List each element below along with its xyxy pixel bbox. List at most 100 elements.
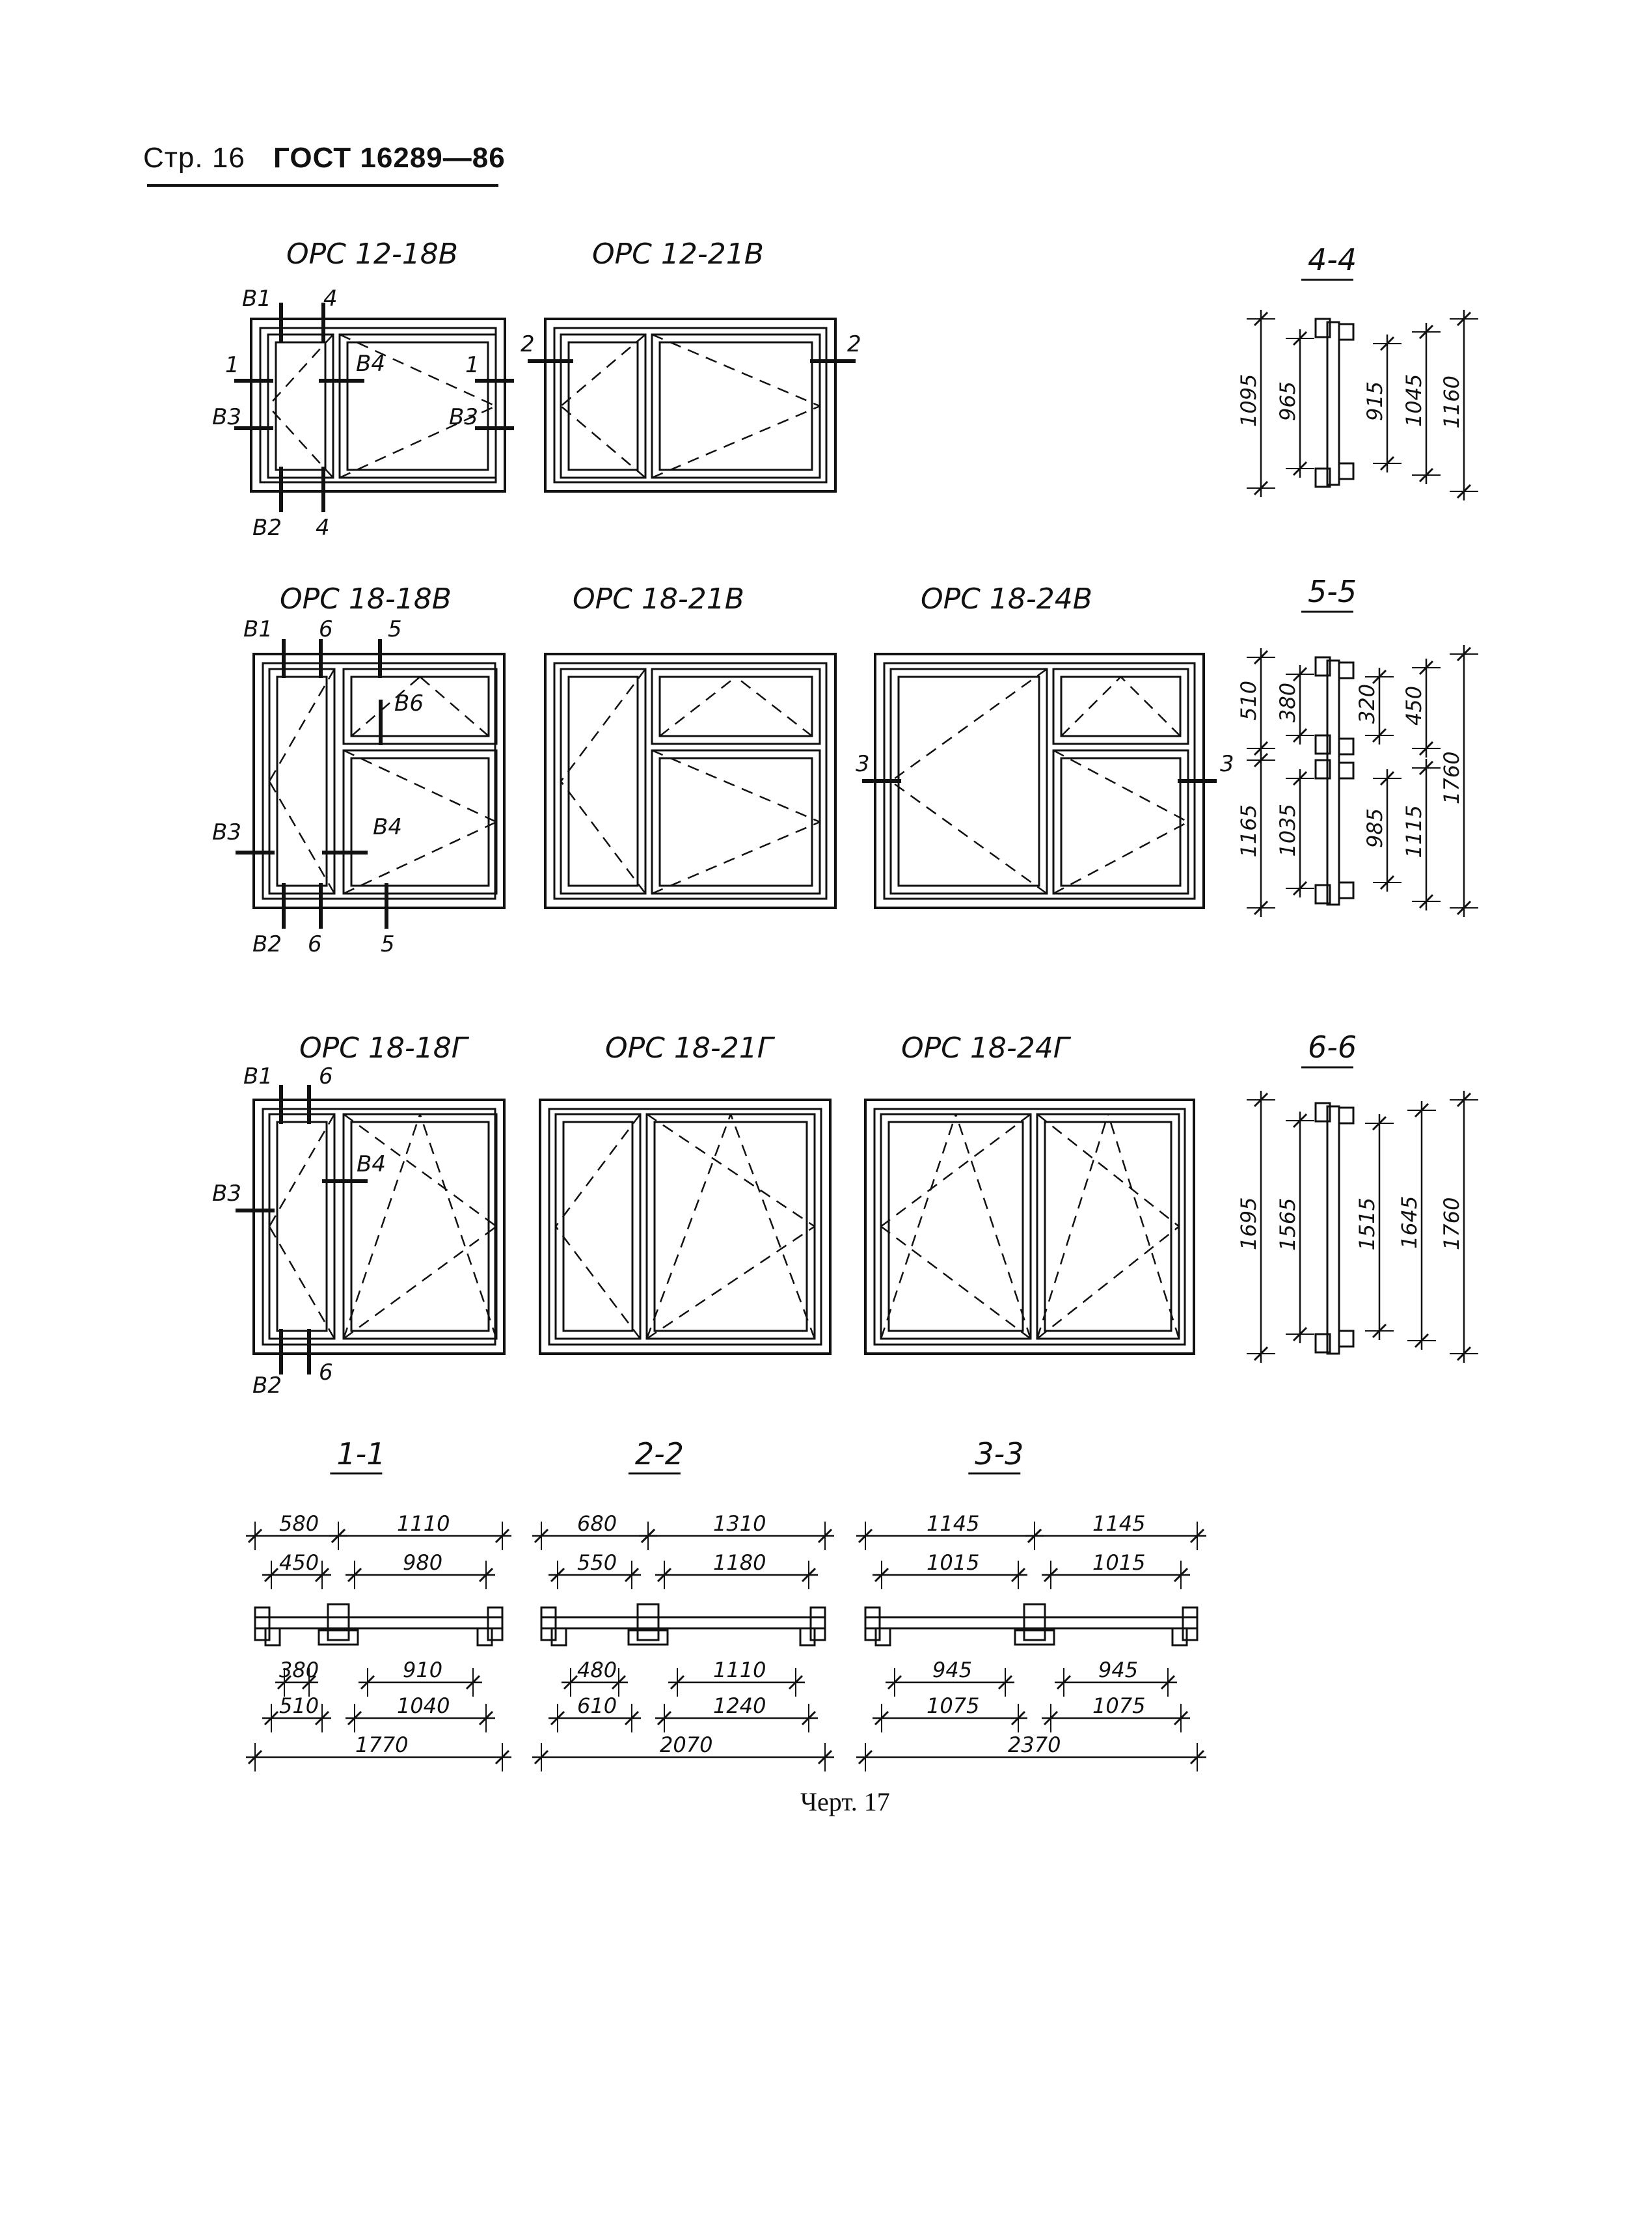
opening-lines (1053, 749, 1189, 895)
profile-head (1338, 661, 1355, 679)
opening-dash (560, 405, 646, 478)
profile-head (1338, 1330, 1355, 1348)
label: 1 (465, 352, 480, 378)
outer-frame-inner (548, 1108, 822, 1346)
dimension: 450 (262, 1550, 331, 1589)
opening-dash (351, 676, 421, 737)
label: 3 (1220, 751, 1234, 777)
dimension: 680 (532, 1511, 657, 1550)
label: В3 (212, 819, 241, 845)
dim-value: 985 (1362, 808, 1387, 848)
opening-dash (268, 780, 336, 894)
dimension: 580 (246, 1511, 347, 1550)
dim-value: 680 (577, 1511, 617, 1536)
section-title: 1-1 (336, 1436, 385, 1471)
label: В1 (243, 1063, 273, 1089)
outer-frame (544, 653, 837, 909)
profile-head (799, 1627, 816, 1647)
opening-lines (651, 749, 820, 895)
outer-frame (250, 318, 506, 493)
section-title: 5-5 (1308, 574, 1357, 609)
dim-value: 2070 (660, 1732, 712, 1757)
opening-dash (735, 676, 813, 737)
label: 4 (316, 515, 330, 541)
label: 2 (521, 331, 535, 357)
opening-dash (555, 1225, 641, 1339)
dim-value: 1075 (927, 1693, 979, 1718)
window-title: ОРС 18-24Г (901, 1032, 1072, 1065)
dimension: 1240 (655, 1693, 818, 1732)
dim-value: 1160 (1439, 376, 1464, 428)
opening-dash (646, 1225, 815, 1340)
wide-sash (342, 1113, 498, 1340)
wide-sash (651, 333, 821, 479)
opening-dash (880, 1114, 957, 1339)
jamb (254, 1606, 271, 1641)
label: В2 (252, 931, 282, 957)
transom-opening (880, 1114, 1032, 1339)
window-title: ОРС 18-21Г (605, 1032, 776, 1065)
sash-inner (350, 1121, 490, 1332)
sash-outer (560, 333, 647, 479)
dimension: 1695 (1236, 1091, 1275, 1363)
label: В4 (357, 1151, 386, 1177)
right-sash (1052, 749, 1189, 895)
sash-outer (651, 333, 821, 479)
transom-opening (342, 1114, 498, 1339)
header-rule (147, 184, 498, 187)
sash-inner (1060, 757, 1182, 887)
sash-inner (275, 341, 327, 471)
sash-inner (1044, 1121, 1172, 1332)
narrow-sash (560, 668, 647, 895)
dim-value: 320 (1355, 684, 1379, 724)
dim-value: 450 (279, 1550, 319, 1575)
label: В3 (212, 404, 241, 430)
label: В4 (373, 814, 402, 840)
dimension: 910 (359, 1658, 482, 1697)
narrow-sash (268, 1113, 336, 1340)
profile-head (874, 1627, 891, 1647)
opening-dash (880, 1114, 1031, 1227)
dimension: 1095 (1236, 310, 1275, 497)
profile (1326, 1105, 1340, 1355)
opening-dash (651, 333, 820, 407)
label: 6 (308, 931, 322, 957)
sash-outer (880, 1113, 1032, 1340)
dimension: 945 (886, 1658, 1014, 1697)
dim-value: 910 (403, 1658, 442, 1682)
dim-value: 1145 (927, 1511, 979, 1536)
opening-dash (1061, 676, 1122, 737)
dimension: 1770 (246, 1732, 511, 1771)
sash-inner (567, 676, 639, 887)
profile-head (1314, 734, 1331, 755)
opening-dash (1120, 676, 1181, 737)
dim-value: 980 (403, 1550, 442, 1575)
profile (1326, 659, 1340, 906)
dimension: 510 (1236, 648, 1275, 758)
opening-dash (651, 749, 820, 823)
sash-outer (268, 1113, 336, 1340)
sash-outer (268, 668, 336, 895)
narrow-sash (554, 1113, 642, 1340)
label: 5 (381, 931, 395, 957)
mullion (1023, 1603, 1046, 1641)
opening-dash (651, 821, 820, 895)
opening-dash (268, 1225, 336, 1339)
opening-lines (339, 333, 496, 479)
dim-value: 550 (577, 1550, 617, 1575)
label: В1 (243, 616, 273, 642)
dim-value: 1515 (1355, 1197, 1379, 1250)
opening-dash (342, 1114, 421, 1339)
jamb (864, 1606, 881, 1641)
dimension: 610 (548, 1693, 641, 1732)
sash-outer (554, 1113, 642, 1340)
opening-dash (339, 333, 496, 407)
profile-strip (254, 1603, 504, 1647)
dim-value: 1115 (1401, 805, 1426, 858)
label: 2 (847, 331, 861, 357)
opening-lines (267, 334, 334, 478)
